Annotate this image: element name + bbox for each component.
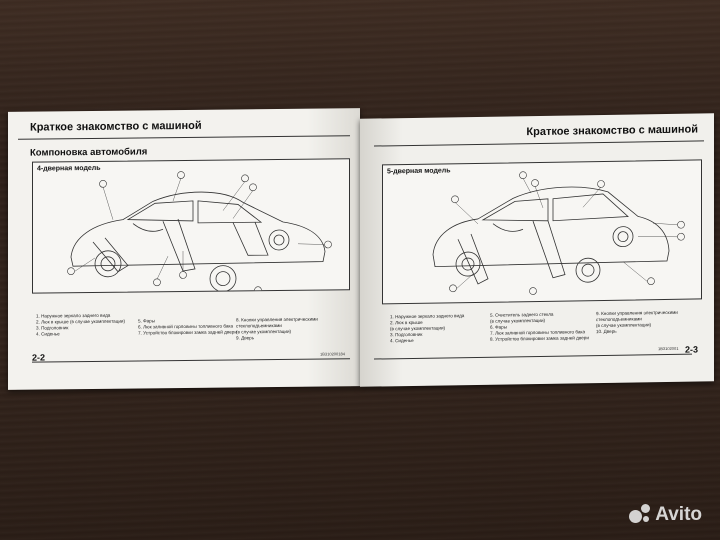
watermark-text: Avito <box>655 504 702 525</box>
legend-column-1: 1. Наружное зеркало заднего вида 2. Люк … <box>36 313 125 338</box>
hatchback-line-drawing <box>432 171 685 295</box>
footer-rule <box>32 358 350 363</box>
header-rule <box>374 140 704 147</box>
car-diagram-panel: 5-дверная модель <box>382 159 702 305</box>
legend-item: 4. Сиденье <box>36 331 60 337</box>
legend-item: 8. Устройство блокировки замка задней дв… <box>490 335 589 342</box>
legend-column-2: 5. Фары 6. Люк заливной горловины топлив… <box>138 317 237 336</box>
avito-watermark: Avito <box>629 504 702 526</box>
footer-rule <box>374 353 692 360</box>
page-header: Краткое знакомство с машиной <box>526 123 698 139</box>
legend-column-1: 1. Наружное зеркало заднего вида 2. Люк … <box>390 313 464 344</box>
legend-column-3: 9. Кнопки управления электрическими стек… <box>596 310 678 335</box>
figure-code: 1B3102001 <box>658 345 679 352</box>
header-rule <box>18 135 350 140</box>
page-header: Краткое знакомство с машиной <box>30 119 202 134</box>
legend-item: 9. Дверь <box>236 335 255 341</box>
legend-item: 4. Сиденье <box>390 337 414 344</box>
right-page: Краткое знакомство с машиной 5-дверная м… <box>360 113 714 387</box>
legend-item: 10. Дверь <box>596 328 617 335</box>
owner-manual-booklet: Краткое знакомство с машиной Компоновка … <box>8 108 714 390</box>
legend-column-2: 5. Очиститель заднего стекла (в случае у… <box>490 311 589 343</box>
legend-item: 7. Устройство блокировки замка задней дв… <box>138 329 237 336</box>
avito-logo-icon <box>629 504 651 526</box>
sedan-line-drawing <box>67 171 332 293</box>
section-title: Компоновка автомобиля <box>30 146 148 159</box>
car-diagram-panel: 4-дверная модель <box>32 158 350 294</box>
figure-code: 1B310200184 <box>320 351 345 357</box>
legend-column-3: 8. Кнопки управления электрическими стек… <box>236 317 318 342</box>
page-number: 2-3 <box>684 344 698 355</box>
left-page: Краткое знакомство с машиной Компоновка … <box>8 108 360 390</box>
